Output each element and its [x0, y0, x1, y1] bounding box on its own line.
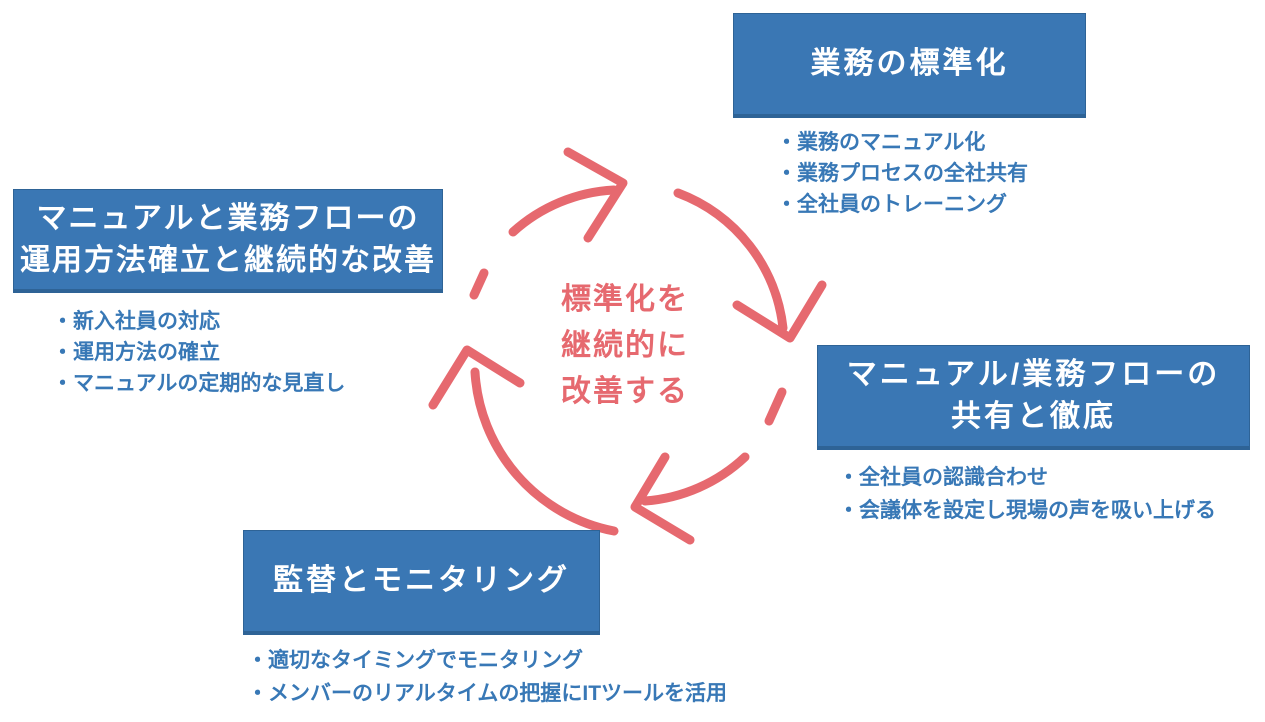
bullet-item: ・適切なタイミングでモニタリング [247, 649, 583, 672]
center-slogan-line: 継続的に [561, 329, 689, 362]
cycle-arc-bottom [640, 452, 750, 506]
step-title: 運用方法確立と継続的な改善 [20, 243, 436, 277]
bullet-item: ・新入社員の対応 [52, 310, 220, 333]
bullet-item: ・メンバーのリアルタイムの把握にITツールを活用 [247, 682, 728, 705]
bullet-item: ・運用方法の確立 [52, 341, 220, 364]
center-slogan-line: 改善する [561, 375, 689, 408]
cycle-dash-left [469, 268, 489, 300]
step-box-standardization: 業務の標準化 [733, 13, 1086, 118]
bullet-item: ・業務プロセスの全社共有 [776, 162, 1028, 185]
step-box-operate-improve: マニュアルと業務フローの 運用方法確立と継続的な改善 [13, 189, 443, 293]
step-title: 業務の標準化 [810, 47, 1009, 80]
arrowhead-bottom-icon [630, 452, 695, 545]
cycle-arc-right [673, 188, 788, 333]
arrowhead-left-icon [428, 345, 525, 410]
step-bullets-share-enforce: ・全社員の認識合わせ ・会議体を設定し現場の声を吸い上げる [838, 461, 1216, 527]
step-title: マニュアルと業務フローの [36, 201, 420, 235]
cycle-arc-top [508, 185, 619, 237]
bullet-item: ・全社員のトレーニング [776, 193, 1007, 216]
step-title: マニュアル/業務フローの [846, 358, 1221, 391]
step-bullets-operate-improve: ・新入社員の対応 ・運用方法の確立 ・マニュアルの定期的な見直し [52, 306, 345, 399]
arrowhead-top-icon [563, 147, 628, 243]
step-box-share-enforce: マニュアル/業務フローの 共有と徹底 [817, 345, 1250, 450]
bullet-item: ・マニュアルの定期的な見直し [52, 372, 346, 395]
step-title: 監替とモニタリング [273, 564, 570, 597]
step-title: 共有と徹底 [951, 400, 1116, 433]
bullet-item: ・全社員の認識合わせ [838, 466, 1048, 489]
step-bullets-standardization: ・業務のマニュアル化 ・業務プロセスの全社共有 ・全社員のトレーニング [776, 127, 1028, 220]
step-box-monitoring: 監替とモニタリング [243, 530, 600, 635]
cycle-dash-right [764, 387, 787, 426]
step-bullets-monitoring: ・適切なタイミングでモニタリング ・メンバーのリアルタイムの把握にITツールを活… [247, 644, 727, 710]
center-slogan: 標準化を 継続的に 改善する [561, 277, 689, 415]
arrowhead-right-icon [732, 280, 827, 343]
bullet-item: ・会議体を設定し現場の声を吸い上げる [838, 499, 1216, 522]
bullet-item: ・業務のマニュアル化 [776, 131, 986, 154]
center-slogan-line: 標準化を [561, 283, 689, 316]
